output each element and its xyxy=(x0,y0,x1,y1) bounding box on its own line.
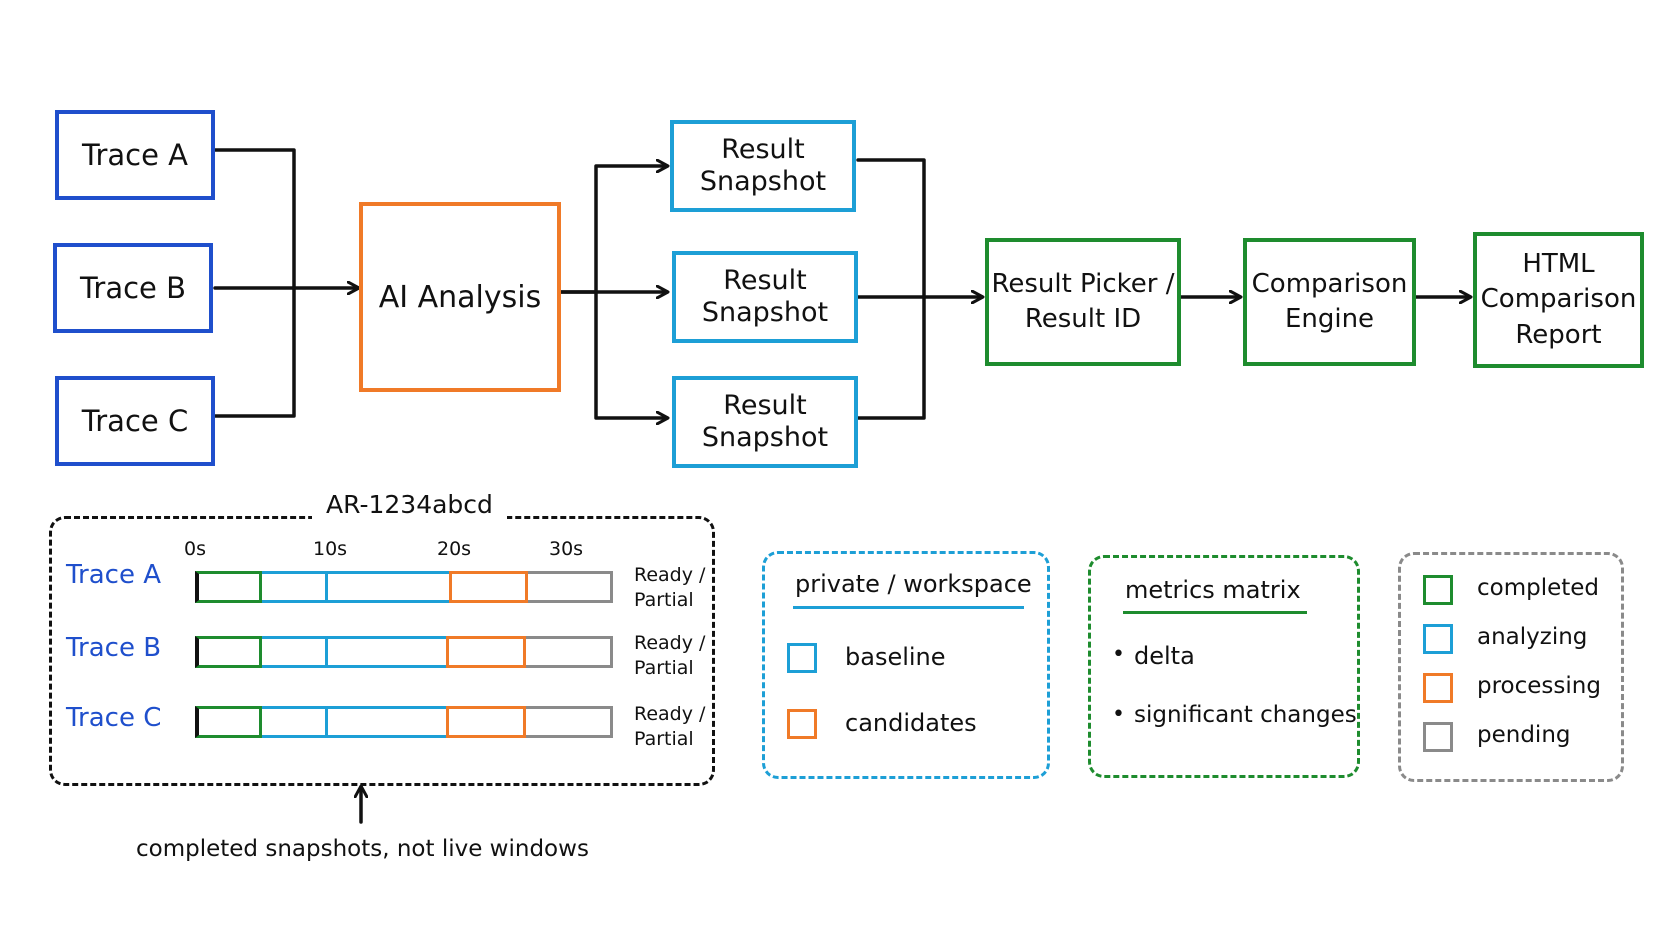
legend-processing-label: processing xyxy=(1477,673,1601,699)
run-id-label: AR-1234abcd xyxy=(312,490,507,519)
engine-line1: Comparison xyxy=(1251,268,1408,299)
comparison-engine-node: Comparison Engine xyxy=(1243,238,1416,366)
segment-divider xyxy=(325,571,328,603)
timeline-row-a-status: Ready / Partial xyxy=(634,563,705,612)
report-line2: Comparison xyxy=(1480,284,1637,315)
timeline-row-a-label: Trace A xyxy=(66,560,162,590)
row-b-status-line1: Ready / xyxy=(634,632,706,654)
legend-pending-swatch xyxy=(1423,722,1453,752)
ai-to-snapshot-3 xyxy=(594,290,667,418)
timeline-bar-a xyxy=(195,571,613,603)
row-b-status-line2: Partial xyxy=(634,656,694,679)
trace-b-node: Trace B xyxy=(53,243,213,333)
workspace-title: private / workspace xyxy=(795,570,1032,598)
segment-pending xyxy=(526,636,613,668)
row-a-status-line2: Partial xyxy=(634,588,694,611)
result-picker-node: Result Picker / Result ID xyxy=(985,238,1181,366)
metrics-title: metrics matrix xyxy=(1125,576,1301,604)
snapshot-3-line2: Snapshot xyxy=(701,422,829,453)
segment-analyzing xyxy=(262,571,449,603)
legend-completed-label: completed xyxy=(1477,575,1600,601)
baseline-swatch xyxy=(787,643,817,673)
segment-analyzing xyxy=(262,706,446,738)
segment-pending xyxy=(526,706,613,738)
tick-0s: 0s xyxy=(184,538,206,560)
trace-a-label: Trace A xyxy=(82,138,188,172)
trace-c-node: Trace C xyxy=(55,376,215,466)
candidates-swatch xyxy=(787,709,817,739)
snapshot-1-line2: Snapshot xyxy=(699,166,827,197)
trace-a-node: Trace A xyxy=(55,110,215,200)
segment-processing xyxy=(449,571,528,603)
segment-divider xyxy=(325,706,328,738)
tick-20s: 20s xyxy=(437,538,472,560)
bullet-2: • xyxy=(1112,702,1125,727)
snapshot-1-line1: Result xyxy=(721,133,805,165)
segment-pending xyxy=(528,571,613,603)
timeline-row-b-label: Trace B xyxy=(66,633,162,663)
result-snapshot-3: Result Snapshot xyxy=(672,376,858,468)
bullet-1: • xyxy=(1112,642,1125,667)
workspace-panel xyxy=(762,551,1050,779)
result-snapshot-1: Result Snapshot xyxy=(670,120,856,212)
snapshot-3-line1: Result xyxy=(723,389,807,421)
metric-delta: delta xyxy=(1134,642,1195,670)
trace-a-connector xyxy=(213,148,296,418)
segment-completed xyxy=(195,706,262,738)
ai-analysis-node: AI Analysis xyxy=(359,202,561,392)
timeline-row-b-status: Ready / Partial xyxy=(634,631,705,680)
segment-processing xyxy=(446,636,526,668)
timeline-bar-b xyxy=(195,636,613,668)
legend-processing-swatch xyxy=(1423,673,1453,703)
legend-completed-swatch xyxy=(1423,575,1453,605)
metrics-title-underline xyxy=(1123,611,1307,614)
metrics-panel xyxy=(1088,555,1360,778)
picker-line2: Result ID xyxy=(1024,304,1142,334)
legend-analyzing-swatch xyxy=(1423,624,1453,654)
segment-analyzing xyxy=(262,636,446,668)
engine-line2: Engine xyxy=(1284,304,1375,334)
candidates-label: candidates xyxy=(845,709,977,737)
tick-30s: 30s xyxy=(549,538,584,560)
row-c-status-line1: Ready / xyxy=(634,703,706,725)
legend-pending-label: pending xyxy=(1477,722,1571,748)
metric-significant-changes: significant changes xyxy=(1134,702,1357,728)
row-c-status-line2: Partial xyxy=(634,727,694,750)
tick-10s: 10s xyxy=(313,538,348,560)
ai-analysis-label: AI Analysis xyxy=(378,279,542,315)
timeline-row-c-label: Trace C xyxy=(66,703,162,733)
html-report-node: HTML Comparison Report xyxy=(1473,232,1644,368)
trace-c-label: Trace C xyxy=(81,404,189,438)
ai-to-snapshot-1 xyxy=(559,166,667,294)
status-legend-panel xyxy=(1398,552,1624,782)
baseline-label: baseline xyxy=(845,643,946,671)
timeline-note: completed snapshots, not live windows xyxy=(136,836,589,862)
result-snapshot-2: Result Snapshot xyxy=(672,251,858,343)
report-line1: HTML xyxy=(1522,249,1595,280)
snapshots-merge xyxy=(856,158,926,420)
timeline-row-c-status: Ready / Partial xyxy=(634,702,705,751)
timeline-bar-c xyxy=(195,706,613,738)
snapshot-2-line1: Result xyxy=(723,264,807,296)
legend-analyzing-label: analyzing xyxy=(1477,624,1588,650)
workspace-title-underline xyxy=(793,606,1024,609)
segment-processing xyxy=(446,706,526,738)
trace-b-label: Trace B xyxy=(79,271,187,305)
segment-completed xyxy=(195,571,262,603)
segment-divider xyxy=(325,636,328,668)
picker-line1: Result Picker / xyxy=(991,268,1175,299)
segment-completed xyxy=(195,636,262,668)
snapshot-2-line2: Snapshot xyxy=(701,297,829,328)
report-line3: Report xyxy=(1515,319,1602,350)
row-a-status-line1: Ready / xyxy=(634,564,706,586)
